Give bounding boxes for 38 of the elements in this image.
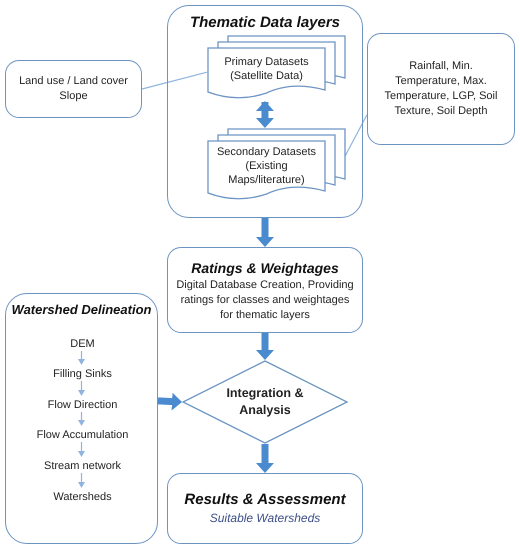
arrow [256,444,274,473]
callout-text: Rainfall, Min. Temperature, Max. Temperature, LGP, Soil Texture, Soil Depth [384,59,498,119]
group-panel [167,5,363,218]
step-label: Flow Direction [16,397,149,413]
leader-line [142,72,208,90]
document-label: Secondary Datasets (Existing Maps/literature) [216,145,318,187]
step-label: Stream network [16,458,149,474]
arrow [158,392,182,411]
panel-title: Thematic Data layers [188,14,342,31]
step-label: Filling Sinks [16,366,149,382]
process-box [167,247,363,333]
box-text: Suitable Watersheds [210,510,320,527]
callout-box [5,60,142,118]
arrow [78,381,85,396]
panel-title: Watershed Delineation [10,302,152,317]
result-box [167,473,363,544]
box-text: Land use / Land cover [19,74,128,89]
arrow [78,412,85,426]
step-label: Watersheds [16,489,149,505]
arrow [256,218,274,247]
box-text: Slope [59,89,88,104]
document-label: Primary Datasets (Satellite Data) [223,55,310,83]
callout-box [367,33,515,145]
group-panel [5,293,158,544]
box-title: Results & Assessment [184,490,346,510]
arrow [78,442,85,457]
step-label: DEM [16,336,149,352]
arrow [256,333,274,360]
document-stack [208,36,345,98]
box-text: Digital Database Creation, Providing ratings for classes and weightages for thematic layers [176,278,354,322]
arrow [78,473,85,488]
box-title: Ratings & Weightages [191,258,339,278]
document-stack [208,129,345,199]
double-arrow [256,101,274,128]
decision-diamond [182,360,348,444]
arrow [78,351,85,365]
diamond-label: Integration & Analysis [225,385,305,419]
step-label: Flow Accumulation [16,427,149,443]
